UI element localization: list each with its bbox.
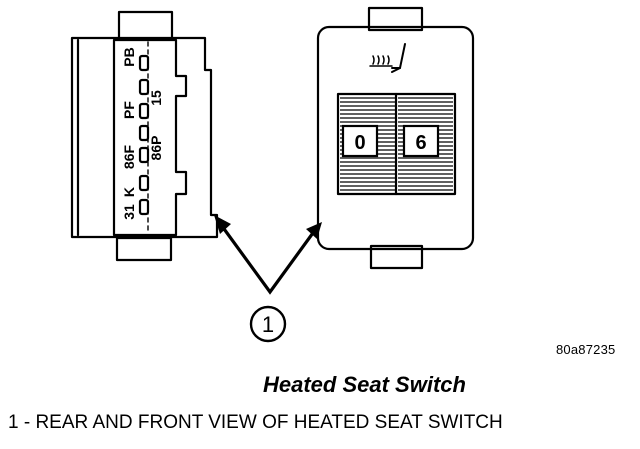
front-top-tab (367, 6, 424, 32)
rear-terminal-block (112, 38, 188, 237)
terminal-pin (138, 54, 150, 72)
dial-right-value: 6 (415, 132, 426, 154)
rear-top-tab (117, 10, 174, 41)
terminal-pin (138, 102, 150, 120)
dial-right-plate (402, 124, 440, 158)
terminal-label: PF (121, 101, 137, 119)
front-view-switch (316, 6, 475, 270)
rear-view-switch (70, 10, 219, 262)
terminal-label: 31 (121, 204, 137, 220)
dial-left-value: 0 (354, 132, 365, 154)
figure-title: Heated Seat Switch (263, 372, 466, 397)
front-bottom-tab (369, 244, 424, 270)
leader-arrowhead-right (306, 222, 322, 239)
terminal-label: K (121, 187, 137, 197)
callout-leaders (217, 220, 320, 295)
terminal-label: PB (121, 47, 137, 66)
terminal-pin (138, 146, 150, 164)
terminal-pin (138, 124, 150, 142)
terminal-label: 86P (148, 136, 164, 161)
front-bezel (316, 25, 475, 251)
terminal-pin (138, 198, 150, 216)
terminal-label: 15 (148, 90, 164, 106)
figure-caption: 1 - REAR AND FRONT VIEW OF HEATED SEAT S… (8, 412, 503, 433)
terminal-pin (138, 174, 150, 192)
dial-left-plate (341, 124, 379, 158)
terminal-pin (138, 78, 150, 96)
heated-seat-icon (369, 43, 406, 73)
callout-circle (249, 305, 287, 343)
leader-arrowhead-left (214, 215, 231, 234)
rear-bottom-tab (115, 236, 173, 262)
terminal-label: 86F (121, 144, 137, 169)
rear-housing (70, 36, 219, 239)
figure-id: 80a87235 (556, 342, 616, 357)
callout-number: 1 (262, 312, 274, 337)
